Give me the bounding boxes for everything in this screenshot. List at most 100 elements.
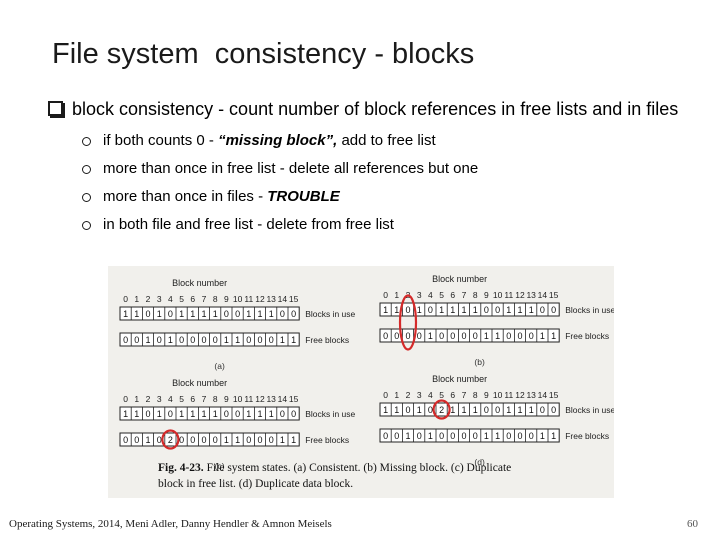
main-bullet: block consistency - count number of bloc… — [48, 96, 698, 123]
free-bit: 0 — [257, 435, 262, 445]
block-index-label: 15 — [549, 290, 559, 300]
free-bit: 1 — [291, 335, 296, 345]
free-bit: 0 — [506, 431, 511, 441]
block-index-label: 13 — [526, 290, 536, 300]
in-use-bit: 1 — [450, 405, 455, 415]
in-use-bit: 0 — [495, 305, 500, 315]
circle-bullet-icon — [82, 221, 91, 230]
free-bit: 0 — [517, 431, 522, 441]
block-index-label: 0 — [123, 394, 128, 404]
free-bit: 0 — [179, 335, 184, 345]
block-index-label: 4 — [168, 394, 173, 404]
in-use-bit: 1 — [179, 309, 184, 319]
sub-bullet: if both counts 0 - “missing block”, add … — [48, 127, 698, 155]
block-index-label: 7 — [462, 390, 467, 400]
block-index-label: 12 — [255, 294, 265, 304]
in-use-bit: 1 — [383, 305, 388, 315]
in-use-bit: 0 — [291, 409, 296, 419]
block-index-label: 7 — [202, 294, 207, 304]
in-use-bit: 0 — [168, 409, 173, 419]
in-use-bit: 1 — [123, 409, 128, 419]
in-use-bit: 0 — [280, 309, 285, 319]
panel-tag: (c) — [215, 461, 225, 471]
in-use-bit: 0 — [235, 309, 240, 319]
blocks-in-use-label: Blocks in use — [305, 409, 355, 419]
in-use-bit: 1 — [257, 409, 262, 419]
sub-bullet: in both file and free list - delete from… — [48, 211, 698, 239]
sub-bullet-text: more than once in free list - delete all… — [103, 160, 479, 177]
in-use-bit: 0 — [484, 405, 489, 415]
in-use-bit: 1 — [246, 309, 251, 319]
free-bit: 0 — [417, 331, 422, 341]
in-use-bit: 1 — [439, 305, 444, 315]
free-bit: 0 — [213, 335, 218, 345]
in-use-bit: 0 — [224, 409, 229, 419]
sub-bullet-list: if both counts 0 - “missing block”, add … — [48, 127, 698, 239]
free-bit: 1 — [224, 335, 229, 345]
block-index-label: 14 — [278, 294, 288, 304]
block-number-label: Block number — [432, 274, 487, 284]
in-use-bit: 1 — [257, 309, 262, 319]
panel-tag: (b) — [474, 357, 485, 367]
block-number-label: Block number — [172, 378, 227, 388]
free-bit: 0 — [394, 431, 399, 441]
figure-caption-text: File system states. (a) Consistent. (b) … — [204, 462, 512, 474]
block-index-label: 10 — [493, 290, 503, 300]
block-index-label: 1 — [394, 290, 399, 300]
block-index-label: 6 — [450, 290, 455, 300]
block-index-label: 13 — [526, 390, 536, 400]
in-use-bit: 1 — [190, 309, 195, 319]
block-index-label: 10 — [233, 294, 243, 304]
blocks-in-use-label: Blocks in use — [565, 405, 614, 415]
in-use-bit: 1 — [529, 305, 534, 315]
block-index-label: 6 — [190, 294, 195, 304]
block-index-label: 15 — [289, 294, 299, 304]
in-use-bit: 0 — [145, 409, 150, 419]
free-bit: 1 — [540, 331, 545, 341]
block-index-label: 12 — [255, 394, 265, 404]
sub-bullet-emphasis: “missing block”, — [218, 132, 338, 149]
in-use-bit: 1 — [134, 409, 139, 419]
sub-bullet-text: more than once in files - — [103, 188, 268, 205]
free-bit: 0 — [417, 431, 422, 441]
free-bit: 2 — [168, 435, 173, 445]
in-use-bit: 0 — [235, 409, 240, 419]
in-use-bit: 1 — [213, 309, 218, 319]
free-bit: 1 — [145, 335, 150, 345]
block-index-label: 9 — [224, 394, 229, 404]
in-use-bit: 1 — [394, 405, 399, 415]
block-index-label: 5 — [439, 290, 444, 300]
block-index-label: 8 — [213, 294, 218, 304]
in-use-bit: 1 — [201, 409, 206, 419]
in-use-bit: 1 — [473, 305, 478, 315]
in-use-bit: 1 — [383, 405, 388, 415]
in-use-bit: 1 — [394, 305, 399, 315]
block-index-label: 7 — [462, 290, 467, 300]
free-bit: 0 — [190, 335, 195, 345]
free-bit: 0 — [246, 335, 251, 345]
free-bit: 1 — [405, 431, 410, 441]
in-use-bit: 0 — [540, 405, 545, 415]
sub-bullet-text-after: add to free list — [337, 132, 436, 149]
block-index-label: 6 — [450, 390, 455, 400]
block-index-label: 0 — [383, 290, 388, 300]
block-index-label: 3 — [157, 394, 162, 404]
free-bit: 1 — [495, 331, 500, 341]
block-index-label: 1 — [134, 294, 139, 304]
free-bit: 0 — [450, 331, 455, 341]
in-use-bit: 1 — [201, 309, 206, 319]
checkbox-bullet-icon — [48, 101, 63, 116]
free-blocks-label: Free blocks — [305, 435, 349, 445]
free-bit: 0 — [506, 331, 511, 341]
sub-bullet-emphasis: TROUBLE — [267, 188, 340, 205]
free-bit: 0 — [439, 331, 444, 341]
block-index-label: 14 — [538, 390, 548, 400]
in-use-bit: 1 — [506, 405, 511, 415]
blocks-in-use-label: Blocks in use — [305, 309, 355, 319]
figure-caption-label: Fig. 4-23. — [158, 462, 204, 474]
sub-bullet: more than once in files - TROUBLE — [48, 183, 698, 211]
free-bit: 1 — [280, 335, 285, 345]
free-bit: 0 — [439, 431, 444, 441]
in-use-bit: 1 — [417, 305, 422, 315]
free-bit: 1 — [145, 435, 150, 445]
